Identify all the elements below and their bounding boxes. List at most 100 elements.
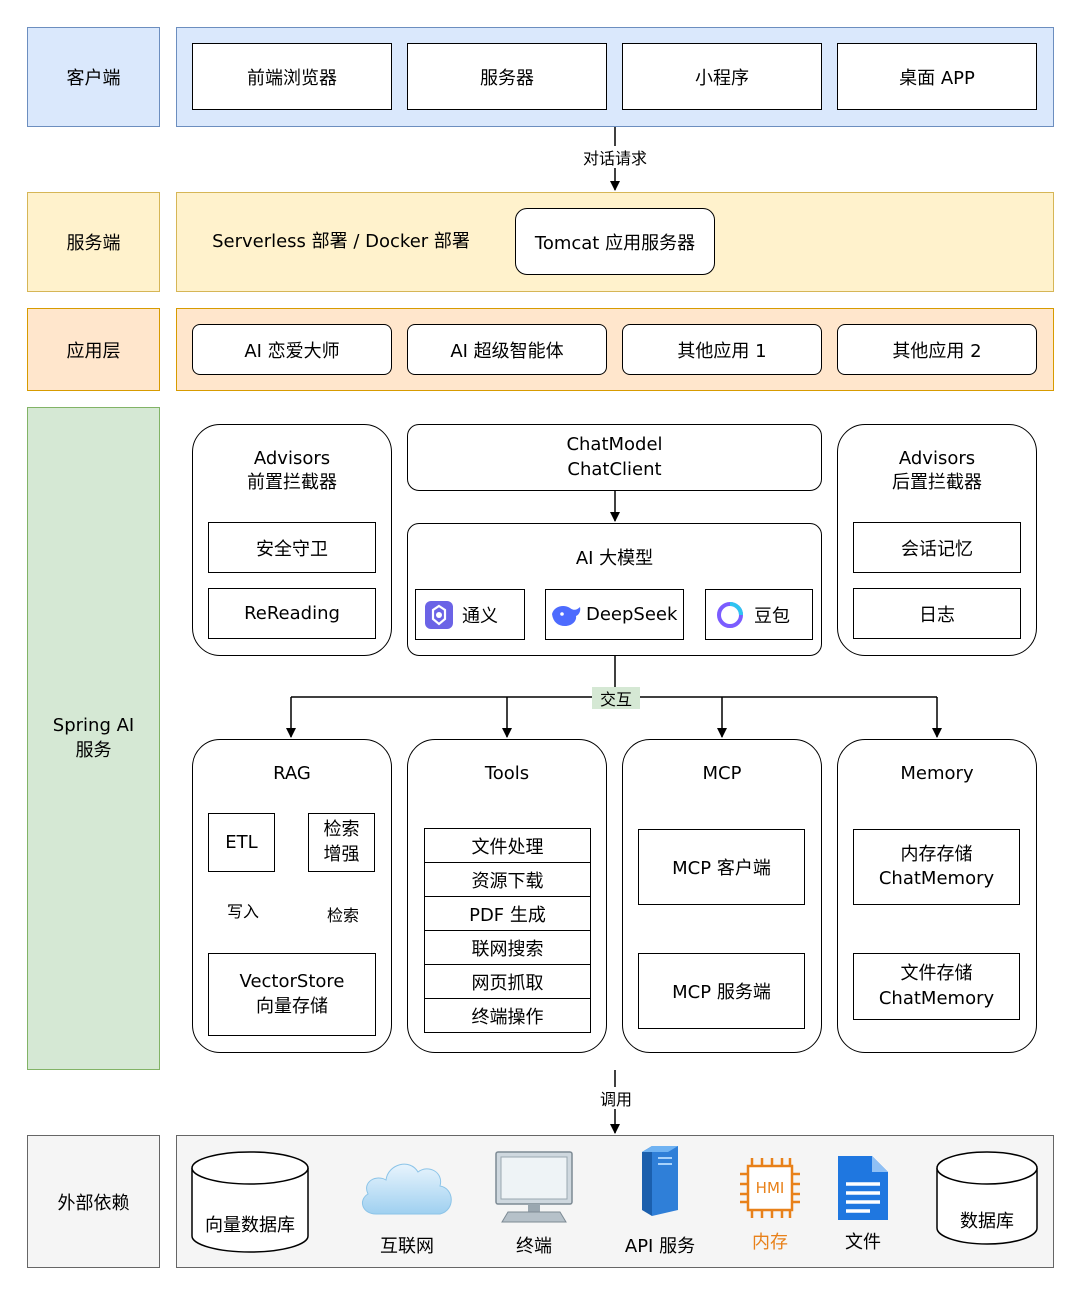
lane-label-external-text: 外部依赖 <box>57 1192 130 1214</box>
model-tongyi-label: 通义 <box>462 605 498 627</box>
edge-label-invoke-text: 调用 <box>599 1090 632 1109</box>
tools-list: 文件处理 资源下载 PDF 生成 联网搜索 网页抓取 终端操作 <box>424 828 591 1033</box>
server-deploy-text: Serverless 部署 / Docker 部署 <box>196 222 486 262</box>
lane-label-server-text: 服务端 <box>66 233 121 254</box>
vector-db-label: 向量数据库 <box>191 1210 309 1238</box>
vector-db-cylinder-icon <box>191 1151 309 1253</box>
pre-advisor-guard: 安全守卫 <box>208 522 376 573</box>
llm-title: AI 大模型 <box>407 545 822 573</box>
pre-advisor-rereading: ReReading <box>208 588 376 639</box>
edge-label-write-text: 写入 <box>226 902 259 921</box>
app-other-2-label: 其他应用 2 <box>892 340 982 362</box>
client-browser: 前端浏览器 <box>192 43 392 110</box>
post-advisor-log-label: 日志 <box>919 604 955 626</box>
rag-title: RAG <box>192 760 392 788</box>
post-advisor-memory-label: 会话记忆 <box>901 538 973 560</box>
edge-label-chat-request-text: 对话请求 <box>582 149 647 168</box>
lane-label-server: 服务端 <box>27 192 160 292</box>
tool-download-label: 资源下载 <box>471 870 544 892</box>
model-deepseek: DeepSeek <box>545 589 684 640</box>
rag-etl-label: ETL <box>225 832 258 853</box>
cloud-icon <box>361 1163 452 1215</box>
mcp-title: MCP <box>622 760 822 788</box>
tool-file-label: 文件处理 <box>471 836 544 858</box>
rag-vector-store-label: VectorStore 向量存储 <box>239 971 345 1017</box>
pre-advisor-rereading-label: ReReading <box>244 603 340 624</box>
tool-web-search: 联网搜索 <box>424 931 591 965</box>
tongyi-icon <box>425 600 453 629</box>
model-deepseek-label: DeepSeek <box>586 604 678 625</box>
mcp-server: MCP 服务端 <box>638 953 805 1029</box>
database-cylinder-icon <box>936 1151 1038 1245</box>
tool-terminal-label: 终端操作 <box>471 1006 544 1028</box>
lane-label-spring: Spring AI 服务 <box>27 407 160 1070</box>
memory-title-text: Memory <box>900 762 974 784</box>
api-service-label-text: API 服务 <box>624 1236 696 1257</box>
lane-label-external: 外部依赖 <box>27 1135 160 1268</box>
client-desktop-app: 桌面 APP <box>837 43 1037 110</box>
app-other-1-label: 其他应用 1 <box>677 340 767 362</box>
app-super-agent-label: AI 超级智能体 <box>450 340 564 362</box>
client-server: 服务器 <box>407 43 607 110</box>
database-label: 数据库 <box>936 1206 1038 1234</box>
file-label: 文件 <box>833 1228 893 1254</box>
lane-label-client-text: 客户端 <box>66 68 121 89</box>
terminal-label: 终端 <box>494 1232 574 1258</box>
internet-label-text: 互联网 <box>380 1236 434 1257</box>
tool-pdf-label: PDF 生成 <box>469 904 546 926</box>
tools-title: Tools <box>407 760 607 788</box>
app-love-master: AI 恋爱大师 <box>192 324 392 375</box>
model-tongyi: 通义 <box>415 589 525 640</box>
doubao-icon <box>717 601 743 628</box>
monitor-icon <box>495 1151 573 1223</box>
mcp-title-text: MCP <box>702 762 742 784</box>
post-advisor-log: 日志 <box>853 588 1021 639</box>
mcp-server-label: MCP 服务端 <box>672 982 771 1003</box>
model-doubao-label: 豆包 <box>754 605 790 627</box>
lane-label-client: 客户端 <box>27 27 160 127</box>
memory-label: 内存 <box>740 1228 800 1254</box>
client-server-label: 服务器 <box>480 67 534 89</box>
client-miniprogram: 小程序 <box>622 43 822 110</box>
lane-label-app: 应用层 <box>27 308 160 391</box>
vector-db-label-text: 向量数据库 <box>205 1215 295 1236</box>
pre-advisors-title-text: Advisors 前置拦截器 <box>247 447 337 493</box>
pre-advisor-guard-label: 安全守卫 <box>256 538 328 560</box>
rag-enhance: 检索 增强 <box>308 813 375 872</box>
rag-vector-store: VectorStore 向量存储 <box>208 953 376 1036</box>
mcp-client-label: MCP 客户端 <box>672 858 771 879</box>
edge-label-write: 写入 <box>222 899 264 921</box>
rag-title-text: RAG <box>273 762 311 784</box>
database-label-text: 数据库 <box>960 1211 1014 1232</box>
pre-advisors-title: Advisors 前置拦截器 <box>192 446 392 496</box>
app-love-master-label: AI 恋爱大师 <box>244 340 340 362</box>
edge-label-chat-request: 对话请求 <box>572 146 658 168</box>
tool-web-search-label: 联网搜索 <box>471 938 544 960</box>
tool-web-scrape-label: 网页抓取 <box>471 972 544 994</box>
lane-label-app-text: 应用层 <box>66 340 121 362</box>
external-band <box>176 1135 1054 1268</box>
tool-file: 文件处理 <box>424 828 591 863</box>
post-advisor-memory: 会话记忆 <box>853 522 1021 573</box>
tool-terminal: 终端操作 <box>424 999 591 1033</box>
rag-enhance-label: 检索 增强 <box>323 819 360 865</box>
llm-title-text: AI 大模型 <box>575 547 654 569</box>
post-advisors-title-text: Advisors 后置拦截器 <box>892 447 982 493</box>
edge-label-interact-text: 交互 <box>599 690 632 709</box>
edge-label-interact: 交互 <box>592 687 640 709</box>
tool-pdf: PDF 生成 <box>424 897 591 931</box>
tool-web-scrape: 网页抓取 <box>424 965 591 999</box>
memory-file-label: 文件存储 ChatMemory <box>878 963 995 1009</box>
app-super-agent: AI 超级智能体 <box>407 324 607 375</box>
chat-model-box: ChatModel ChatClient <box>407 424 822 491</box>
tomcat-label: Tomcat 应用服务器 <box>534 232 696 254</box>
internet-label: 互联网 <box>357 1232 457 1258</box>
memory-in-memory: 内存存储 ChatMemory <box>853 829 1020 905</box>
memory-in-memory-label: 内存存储 ChatMemory <box>878 843 995 889</box>
app-other-2: 其他应用 2 <box>837 324 1037 375</box>
deepseek-whale-icon <box>552 605 581 626</box>
tools-title-text: Tools <box>484 762 530 784</box>
file-label-text: 文件 <box>845 1232 881 1253</box>
client-browser-label: 前端浏览器 <box>247 67 337 89</box>
memory-title: Memory <box>837 760 1037 788</box>
